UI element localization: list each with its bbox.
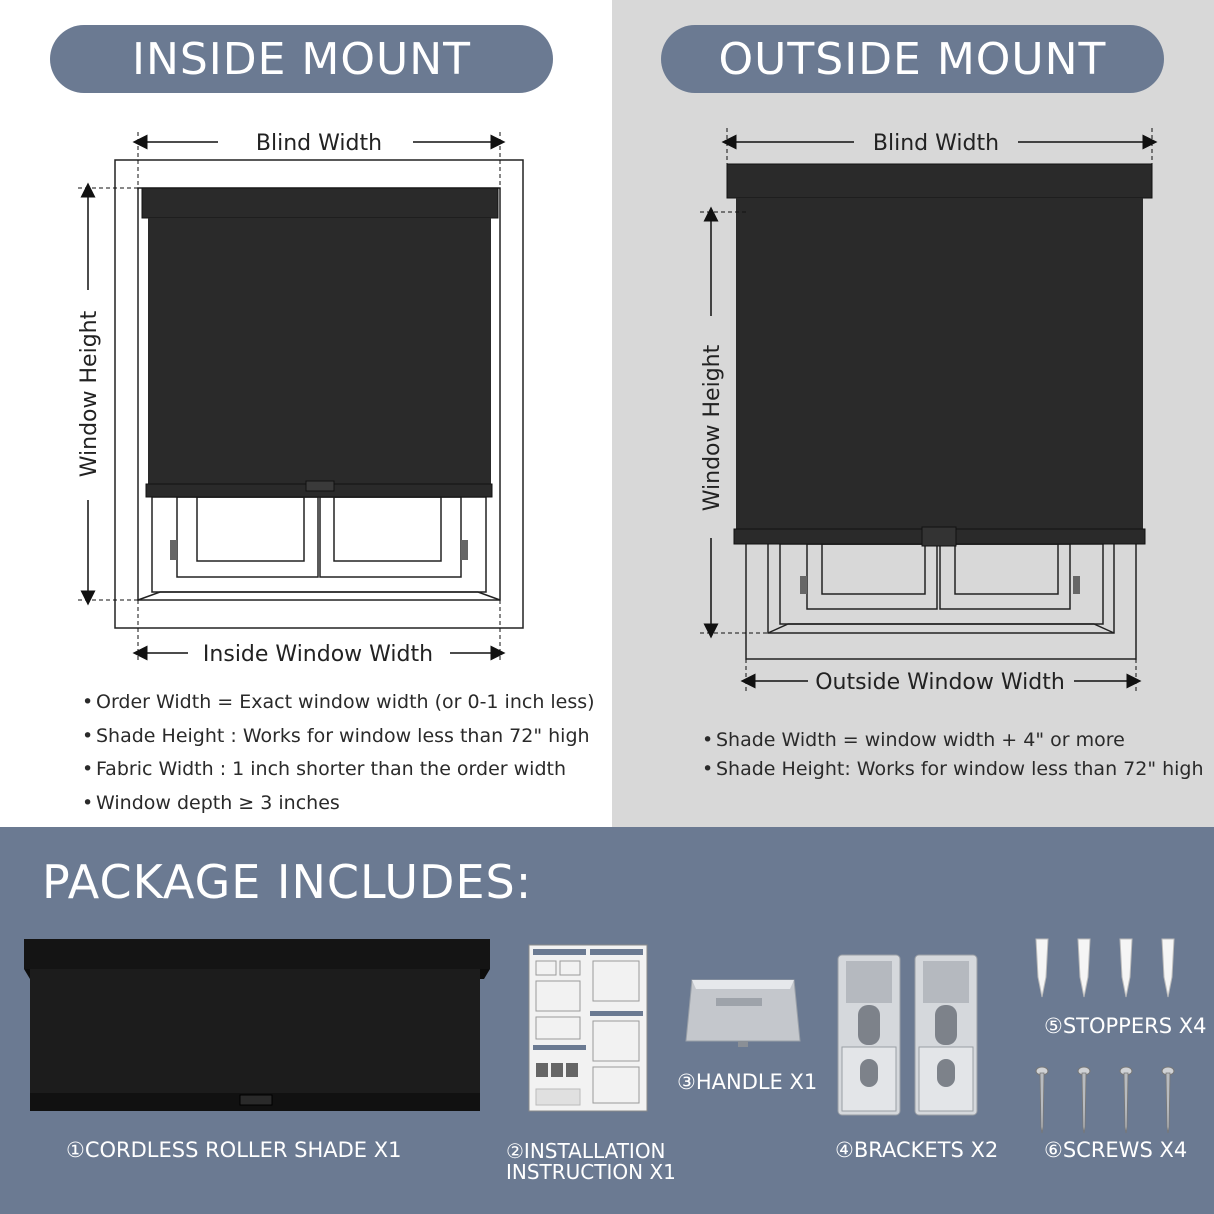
inside-mount-notes: Order Width = Exact window width (or 0-1… (82, 686, 595, 820)
window-height-label: Window Height (700, 344, 725, 511)
instruction-sheet-item (528, 944, 648, 1112)
window-sill (767, 623, 1115, 634)
blind-width-label: Blind Width (256, 131, 382, 156)
caption-screws: ⑥SCREWS X4 (1044, 1138, 1188, 1162)
caption-handle: ③HANDLE X1 (677, 1070, 818, 1094)
window-outer-frame (114, 159, 524, 629)
caption-roller-shade: ①CORDLESS ROLLER SHADE X1 (66, 1138, 402, 1162)
package-items-illustration (24, 938, 1175, 1134)
window-sash (779, 543, 1104, 625)
outside-mount-notes: Shade Width = window width + 4" or more … (702, 726, 1204, 784)
shade-handle (921, 526, 957, 547)
shade-handle (305, 480, 335, 492)
roller-shade-fabric (30, 969, 480, 1101)
shade-cassette (726, 163, 1153, 199)
note-item: Order Width = Exact window width (or 0-1… (82, 686, 595, 720)
inside-mount-diagram: Blind Width Window Height Inside Window … (77, 131, 524, 667)
package-title: PACKAGE INCLUDES: (42, 855, 533, 909)
roller-shade-item (24, 939, 490, 1111)
caption-instruction-line1: ②INSTALLATION (506, 1139, 666, 1163)
outside-mount-panel: OUTSIDE MOUNT Blind Width (612, 0, 1214, 827)
window-latch-right (461, 540, 468, 560)
outside-window-width-label: Outside Window Width (815, 670, 1065, 695)
handle-item (685, 979, 801, 1047)
outside-mount-title: OUTSIDE MOUNT (661, 25, 1164, 93)
note-item: Fabric Width : 1 inch shorter than the o… (82, 753, 595, 787)
shade-fabric (736, 198, 1143, 530)
caption-stoppers: ⑤STOPPERS X4 (1044, 1014, 1207, 1038)
outside-mount-diagram: Blind Width Window Height Outside Window… (700, 128, 1158, 695)
note-item: Shade Height: Works for window less than… (702, 755, 1204, 784)
inside-mount-title: INSIDE MOUNT (50, 25, 553, 93)
shade-fabric (148, 218, 491, 486)
brackets-item (837, 954, 978, 1116)
note-item: Shade Height : Works for window less tha… (82, 720, 595, 754)
stoppers-item (1035, 938, 1175, 998)
shade-cassette (141, 187, 499, 219)
window-latch-left (170, 540, 177, 560)
screws-item (1035, 1066, 1175, 1134)
blind-width-label: Blind Width (873, 131, 999, 156)
caption-instruction-line2: INSTRUCTION X1 (506, 1160, 676, 1184)
inside-window-width-label: Inside Window Width (203, 642, 433, 667)
note-item: Window depth ≥ 3 inches (82, 787, 595, 821)
window-latch-left (800, 576, 807, 594)
caption-brackets: ④BRACKETS X2 (835, 1138, 999, 1162)
window-height-label: Window Height (77, 310, 102, 477)
inside-mount-panel: INSIDE MOUNT Blind Width (0, 0, 612, 827)
window-latch-right (1073, 576, 1080, 594)
window-sill (137, 591, 501, 601)
note-item: Shade Width = window width + 4" or more (702, 726, 1204, 755)
